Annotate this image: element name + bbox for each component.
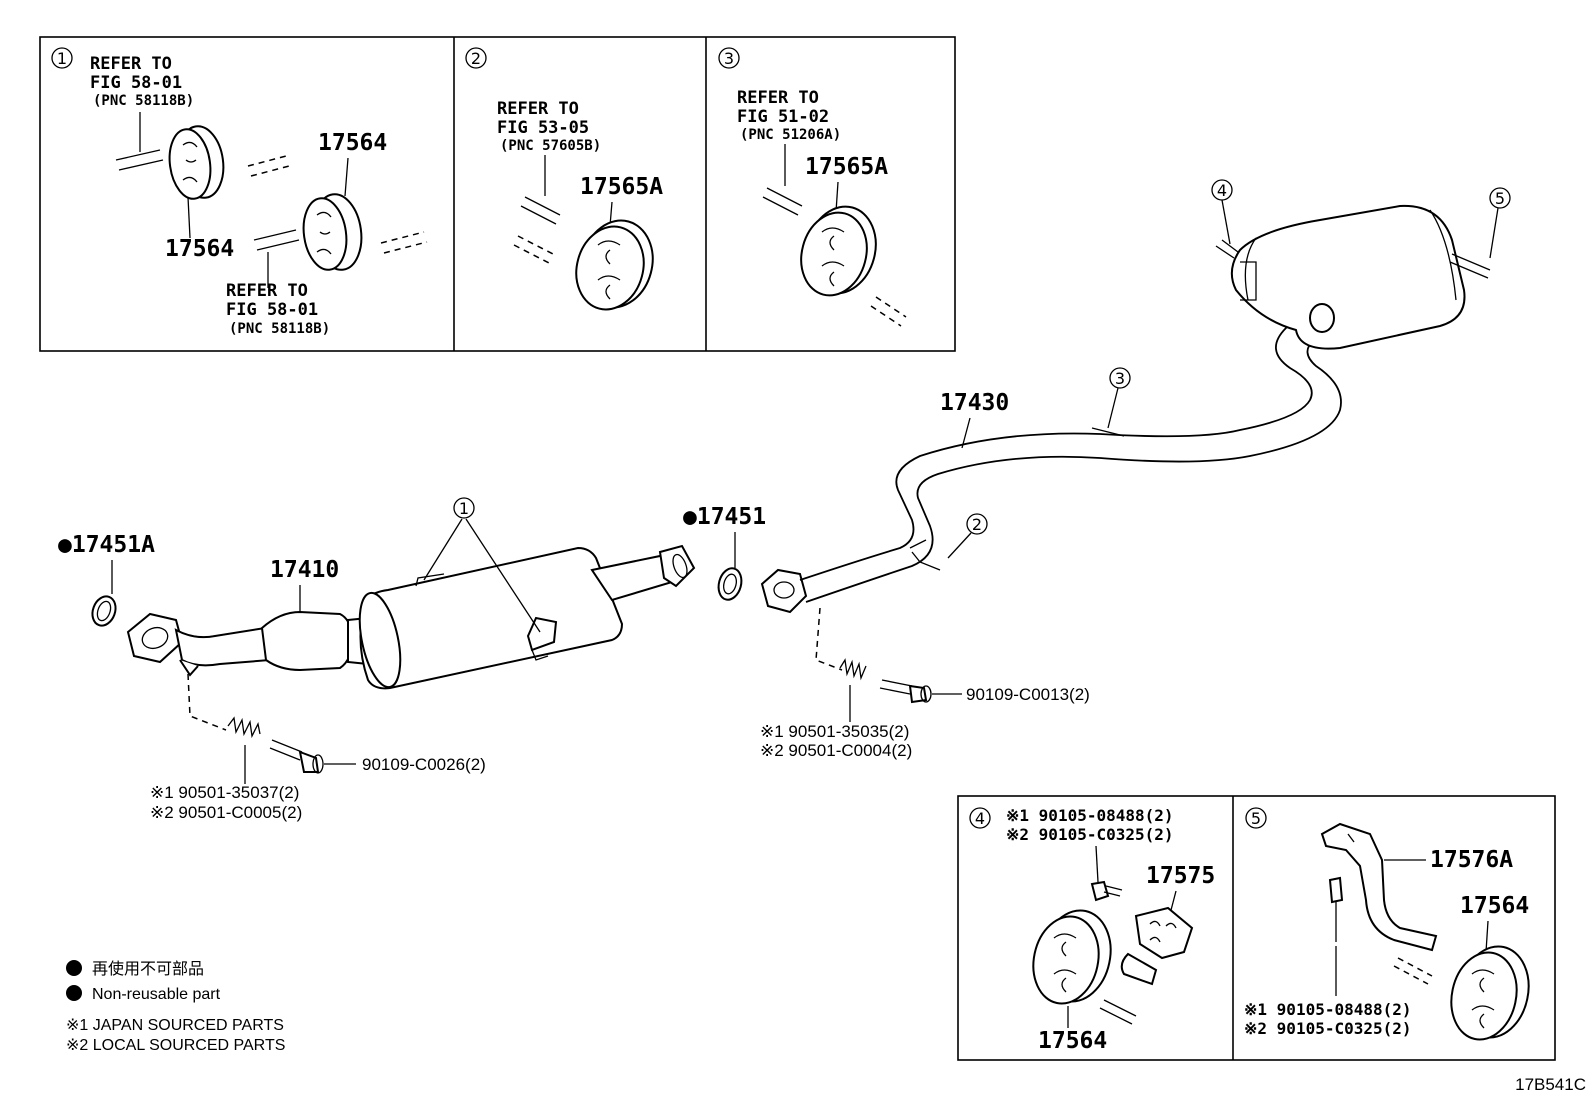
rear-bolt <box>879 679 962 704</box>
front-spring-label-1: ※1 90501-35037(2) <box>150 783 299 802</box>
inset-4-hanger-label: 17564 <box>1038 1028 1107 1054</box>
inset-2-ref-pnc: (PNC 57605B) <box>500 138 601 154</box>
rear-spring <box>839 658 867 722</box>
rear-spring-label-1: ※1 90501-35035(2) <box>760 722 909 741</box>
inset-4-bracket-label: 17575 <box>1146 863 1215 889</box>
callout-2: 2 <box>947 513 988 559</box>
inset-2-part: 17565A <box>580 174 663 200</box>
inset-1-ref-bottom-line1: REFER TO <box>226 281 308 301</box>
rear-bolt-label: 90109-C0013(2) <box>966 685 1090 704</box>
legend-jp-label: 再使用不可部品 <box>92 960 204 978</box>
inset-4-bolt-2: ※2 90105-C0325(2) <box>1006 825 1174 844</box>
inset-5-bracket-label: 17576A <box>1430 847 1513 873</box>
callout-1: 1 <box>423 497 541 633</box>
inset-box-4: 4 ※1 90105-08488(2) ※2 90105-C0325(2) 17… <box>969 806 1215 1054</box>
front-bolt-label: 90109-C0026(2) <box>362 755 486 774</box>
inset-1-ref-top-pnc: (PNC 58118B) <box>93 93 194 109</box>
svg-text:2: 2 <box>972 515 982 534</box>
legend: 再使用不可部品 Non-reusable part ※1 JAPAN SOURC… <box>66 960 285 1054</box>
tail-pipe-assembly: 17430 <box>760 204 1491 614</box>
inset-5-bolt <box>1328 876 1344 942</box>
rubber-hanger-1b <box>302 193 363 271</box>
svg-text:3: 3 <box>1115 369 1125 388</box>
inset-2-ref-line1: REFER TO <box>497 99 579 119</box>
rubber-hanger-3 <box>800 205 877 297</box>
inset-4-bracket <box>1120 906 1194 986</box>
inset-5-hanger <box>1450 945 1530 1041</box>
inset-2-number: 2 <box>471 49 481 68</box>
catalytic-converter-assembly: 17410 <box>126 544 696 690</box>
mid-gasket-label: ●17451 <box>683 504 766 530</box>
legend-note-1: ※1 JAPAN SOURCED PARTS <box>66 1017 284 1034</box>
mid-gasket: ●17451 <box>683 504 766 601</box>
callout-3: 3 <box>1107 367 1131 429</box>
inset-box-2: 2 REFER TO FIG 53-05 (PNC 57605B) 17565A <box>465 47 663 311</box>
front-gasket-label: ●17451A <box>58 532 155 558</box>
svg-text:5: 5 <box>1495 189 1505 208</box>
inset-3-part: 17565A <box>805 154 888 180</box>
tailpipe-label: 17430 <box>940 390 1009 416</box>
non-reusable-dot-icon <box>66 960 82 976</box>
rear-spring-label-2: ※2 90501-C0004(2) <box>760 741 912 760</box>
inset-5-bracket <box>1320 822 1438 952</box>
inset-panel-bottom <box>957 795 1556 1061</box>
inset-1-part-b: 17564 <box>165 236 234 262</box>
callout-5: 5 <box>1489 187 1511 259</box>
inset-5-bolt-1: ※1 90105-08488(2) <box>1244 1000 1412 1019</box>
svg-text:4: 4 <box>1217 181 1227 200</box>
inset-1-ref-bottom-line2: FIG 58-01 <box>226 300 318 320</box>
inset-3-ref-line1: REFER TO <box>737 88 819 108</box>
callout-4: 4 <box>1211 179 1233 245</box>
inset-3-number: 3 <box>724 49 734 68</box>
inset-panel-top <box>39 36 956 352</box>
rubber-hanger-2 <box>575 219 654 311</box>
inset-1-ref-top-line2: FIG 58-01 <box>90 73 182 93</box>
svg-text:1: 1 <box>459 499 469 518</box>
inset-1-number: 1 <box>57 49 67 68</box>
inset-1-ref-bottom-pnc: (PNC 58118B) <box>229 321 330 337</box>
front-gasket: ●17451A <box>58 532 155 627</box>
converter-label: 17410 <box>270 557 339 583</box>
front-spring <box>227 716 261 784</box>
inset-box-5: 5 17576A 17564 ※1 90105-08488(2) ※2 9010… <box>1244 807 1530 1041</box>
rubber-hanger-1a <box>168 125 225 200</box>
inset-5-number: 5 <box>1251 809 1261 828</box>
legend-note-2: ※2 LOCAL SOURCED PARTS <box>66 1037 285 1054</box>
front-spring-label-2: ※2 90501-C0005(2) <box>150 803 302 822</box>
inset-box-1: 1 REFER TO FIG 58-01 (PNC 58118B) 17564 … <box>51 47 428 337</box>
rod-stub <box>115 149 164 171</box>
inset-5-bolt-2: ※2 90105-C0325(2) <box>1244 1019 1412 1038</box>
inset-box-3: 3 REFER TO FIG 51-02 (PNC 51206A) 17565A <box>718 47 907 327</box>
inset-5-hanger-label: 17564 <box>1460 893 1529 919</box>
inset-4-number: 4 <box>975 809 985 828</box>
inset-1-ref-top-line1: REFER TO <box>90 54 172 74</box>
inset-4-hanger <box>1032 909 1112 1005</box>
legend-en-label: Non-reusable part <box>92 986 221 1003</box>
non-reusable-dot-icon <box>66 985 82 1001</box>
figure-code: 17B541C <box>1515 1075 1586 1094</box>
inset-4-bolt-1: ※1 90105-08488(2) <box>1006 806 1174 825</box>
inset-3-ref-line2: FIG 51-02 <box>737 107 829 127</box>
front-bolt <box>269 739 356 774</box>
inset-3-ref-pnc: (PNC 51206A) <box>740 127 841 143</box>
inset-2-ref-line2: FIG 53-05 <box>497 118 589 138</box>
inset-1-part-a: 17564 <box>318 130 387 156</box>
inset-4-bolt <box>1090 880 1123 902</box>
